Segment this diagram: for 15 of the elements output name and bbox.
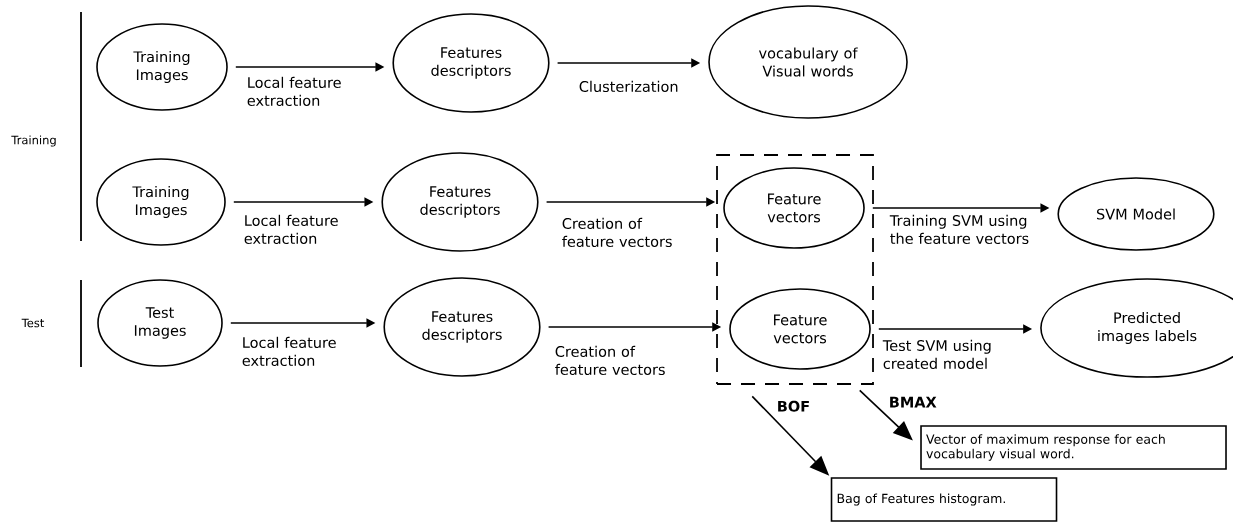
edge-label: Test SVM using created model <box>882 339 991 369</box>
dashed-group-box <box>716 154 874 385</box>
edge-label: Local feature extraction <box>242 336 336 367</box>
text-box: Bag of Features histogram. <box>830 477 1058 522</box>
edge-label: Training SVM using the feature vectors <box>889 214 1029 244</box>
edge-label: Creation of feature vectors <box>555 345 665 376</box>
section-label: Training <box>11 135 56 147</box>
edge-label: Clusterization <box>579 80 678 92</box>
edge-label: BOF <box>778 400 809 412</box>
section-label: Test <box>21 318 45 328</box>
edge-label: Local feature extraction <box>244 214 338 244</box>
edge-label: Creation of feature vectors <box>562 217 672 247</box>
edge-label: BMAX <box>890 396 937 408</box>
edge-label: Local feature extraction <box>247 76 341 106</box>
text-box: Vector of maximum response for each vocabulary visual word. <box>920 425 1227 470</box>
